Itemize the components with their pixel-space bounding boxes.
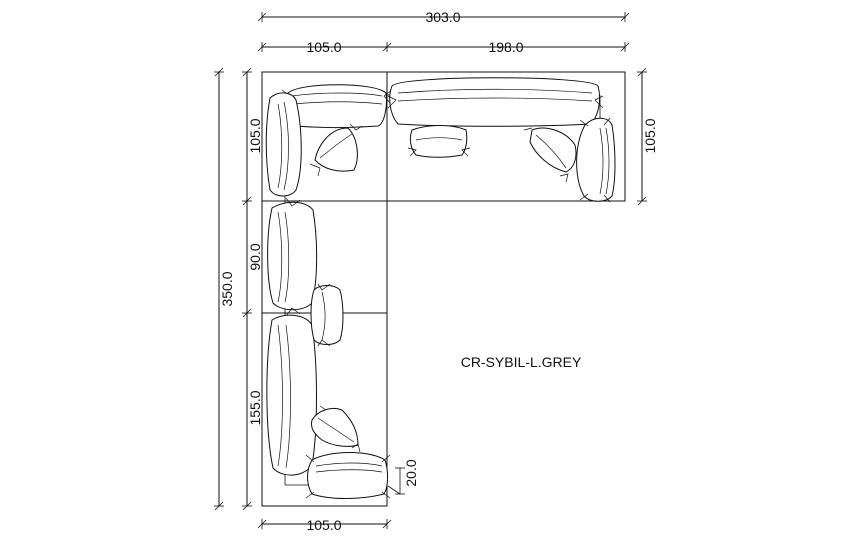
throw-pillow-corner-top <box>309 123 363 177</box>
dim-right-depth: 105.0 <box>642 118 658 153</box>
dim-upper-module: 105.0 <box>247 118 263 153</box>
dim-overall-width: 303.0 <box>425 9 460 25</box>
dim-right-width: 198.0 <box>488 39 523 55</box>
throw-pillow-top-right <box>523 127 577 183</box>
model-label: CR-SYBIL-L.GREY <box>461 354 582 370</box>
dimension-labels: 303.0 105.0 198.0 350.0 105.0 90.0 155.0… <box>219 9 658 533</box>
dim-bottom-width: 105.0 <box>306 517 341 533</box>
throw-pillows <box>309 123 577 453</box>
back-cushions <box>265 77 616 499</box>
back-cushion-bottom <box>305 452 391 499</box>
dimension-lines <box>214 12 647 529</box>
back-cushion-left-middle <box>267 197 318 317</box>
dim-seat-offset: 20.0 <box>403 459 419 486</box>
dim-lower-module: 155.0 <box>247 390 263 425</box>
throw-pillow-top-center <box>407 125 471 158</box>
back-cushion-left-upper <box>265 92 302 197</box>
dim-middle-module: 90.0 <box>247 243 263 270</box>
back-cushion-top-long <box>387 77 604 127</box>
back-cushion-right <box>576 117 616 203</box>
dim-left-width: 105.0 <box>306 39 341 55</box>
throw-pillow-middle <box>310 283 344 347</box>
dim-overall-length: 350.0 <box>219 271 235 306</box>
throw-pillow-lower <box>311 405 361 453</box>
back-cushion-left-lower <box>266 314 317 476</box>
